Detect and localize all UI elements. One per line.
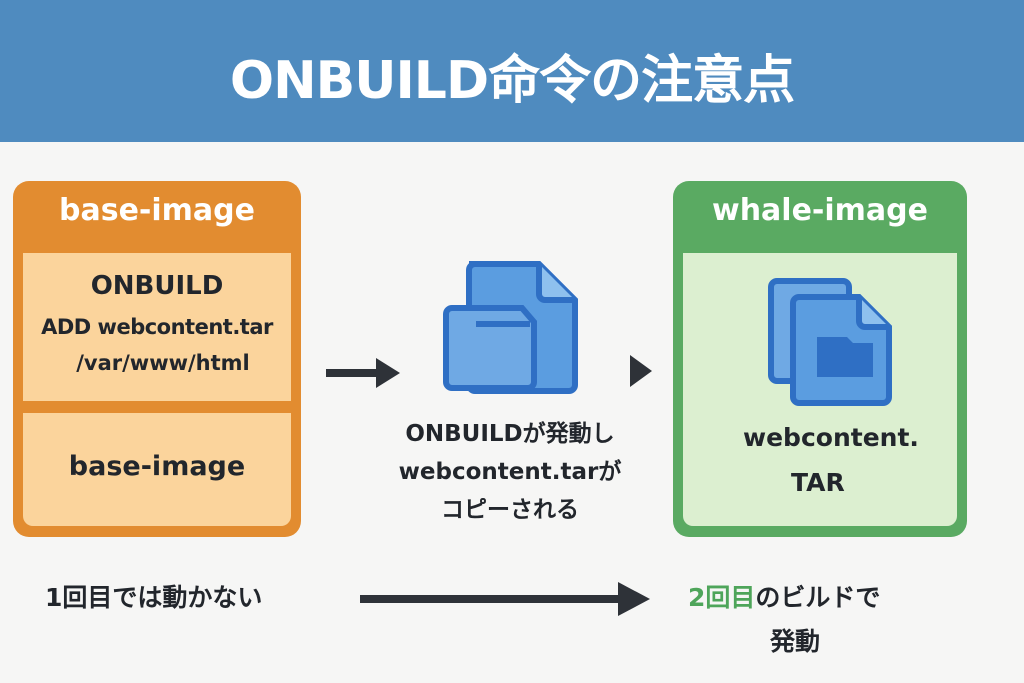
whale-image-body: webcontent. TAR bbox=[683, 253, 957, 526]
middle-caption: ONBUILDが発動し webcontent.tarが コピーされる bbox=[340, 415, 680, 529]
title-banner: ONBUILD命令の注意点 bbox=[0, 0, 1024, 142]
archive-file-icon bbox=[768, 278, 892, 406]
file-name-line-1: webcontent. bbox=[743, 423, 919, 452]
onbuild-instruction-layer: ONBUILD ADD webcontent.tar /var/www/html bbox=[23, 253, 291, 401]
caption-line-2: webcontent.tarが bbox=[398, 459, 622, 485]
long-arrow-right-icon bbox=[360, 582, 650, 616]
second-build-text: のビルドで bbox=[755, 583, 881, 612]
page-title: ONBUILD命令の注意点 bbox=[229, 51, 795, 111]
second-build-highlight: 2回目 bbox=[688, 583, 756, 612]
triangle-right-icon bbox=[630, 355, 652, 387]
document-copy-icon bbox=[443, 261, 578, 394]
instruction-line-3: /var/www/html bbox=[76, 351, 250, 375]
base-image-header: base-image bbox=[59, 193, 255, 228]
base-image-card: base-image ONBUILD ADD webcontent.tar /v… bbox=[13, 181, 301, 537]
instruction-line-1: ONBUILD bbox=[90, 271, 224, 301]
base-image-layer: base-image bbox=[23, 413, 291, 526]
first-build-note: 1回目では動かない bbox=[45, 583, 263, 612]
whale-image-card: whale-image webcontent. TAR bbox=[673, 181, 967, 537]
second-build-note: 2回目のビルドで bbox=[688, 578, 880, 614]
caption-line-3: コピーされる bbox=[441, 497, 579, 523]
arrow-right-icon bbox=[326, 358, 400, 388]
whale-image-header: whale-image bbox=[711, 193, 928, 228]
file-name-line-2: TAR bbox=[791, 468, 845, 497]
base-image-layer-label: base-image bbox=[68, 451, 246, 482]
instruction-line-2: ADD webcontent.tar bbox=[41, 315, 273, 339]
caption-line-1: ONBUILDが発動し bbox=[405, 421, 615, 447]
second-build-note-line-2: 発動 bbox=[770, 627, 821, 656]
